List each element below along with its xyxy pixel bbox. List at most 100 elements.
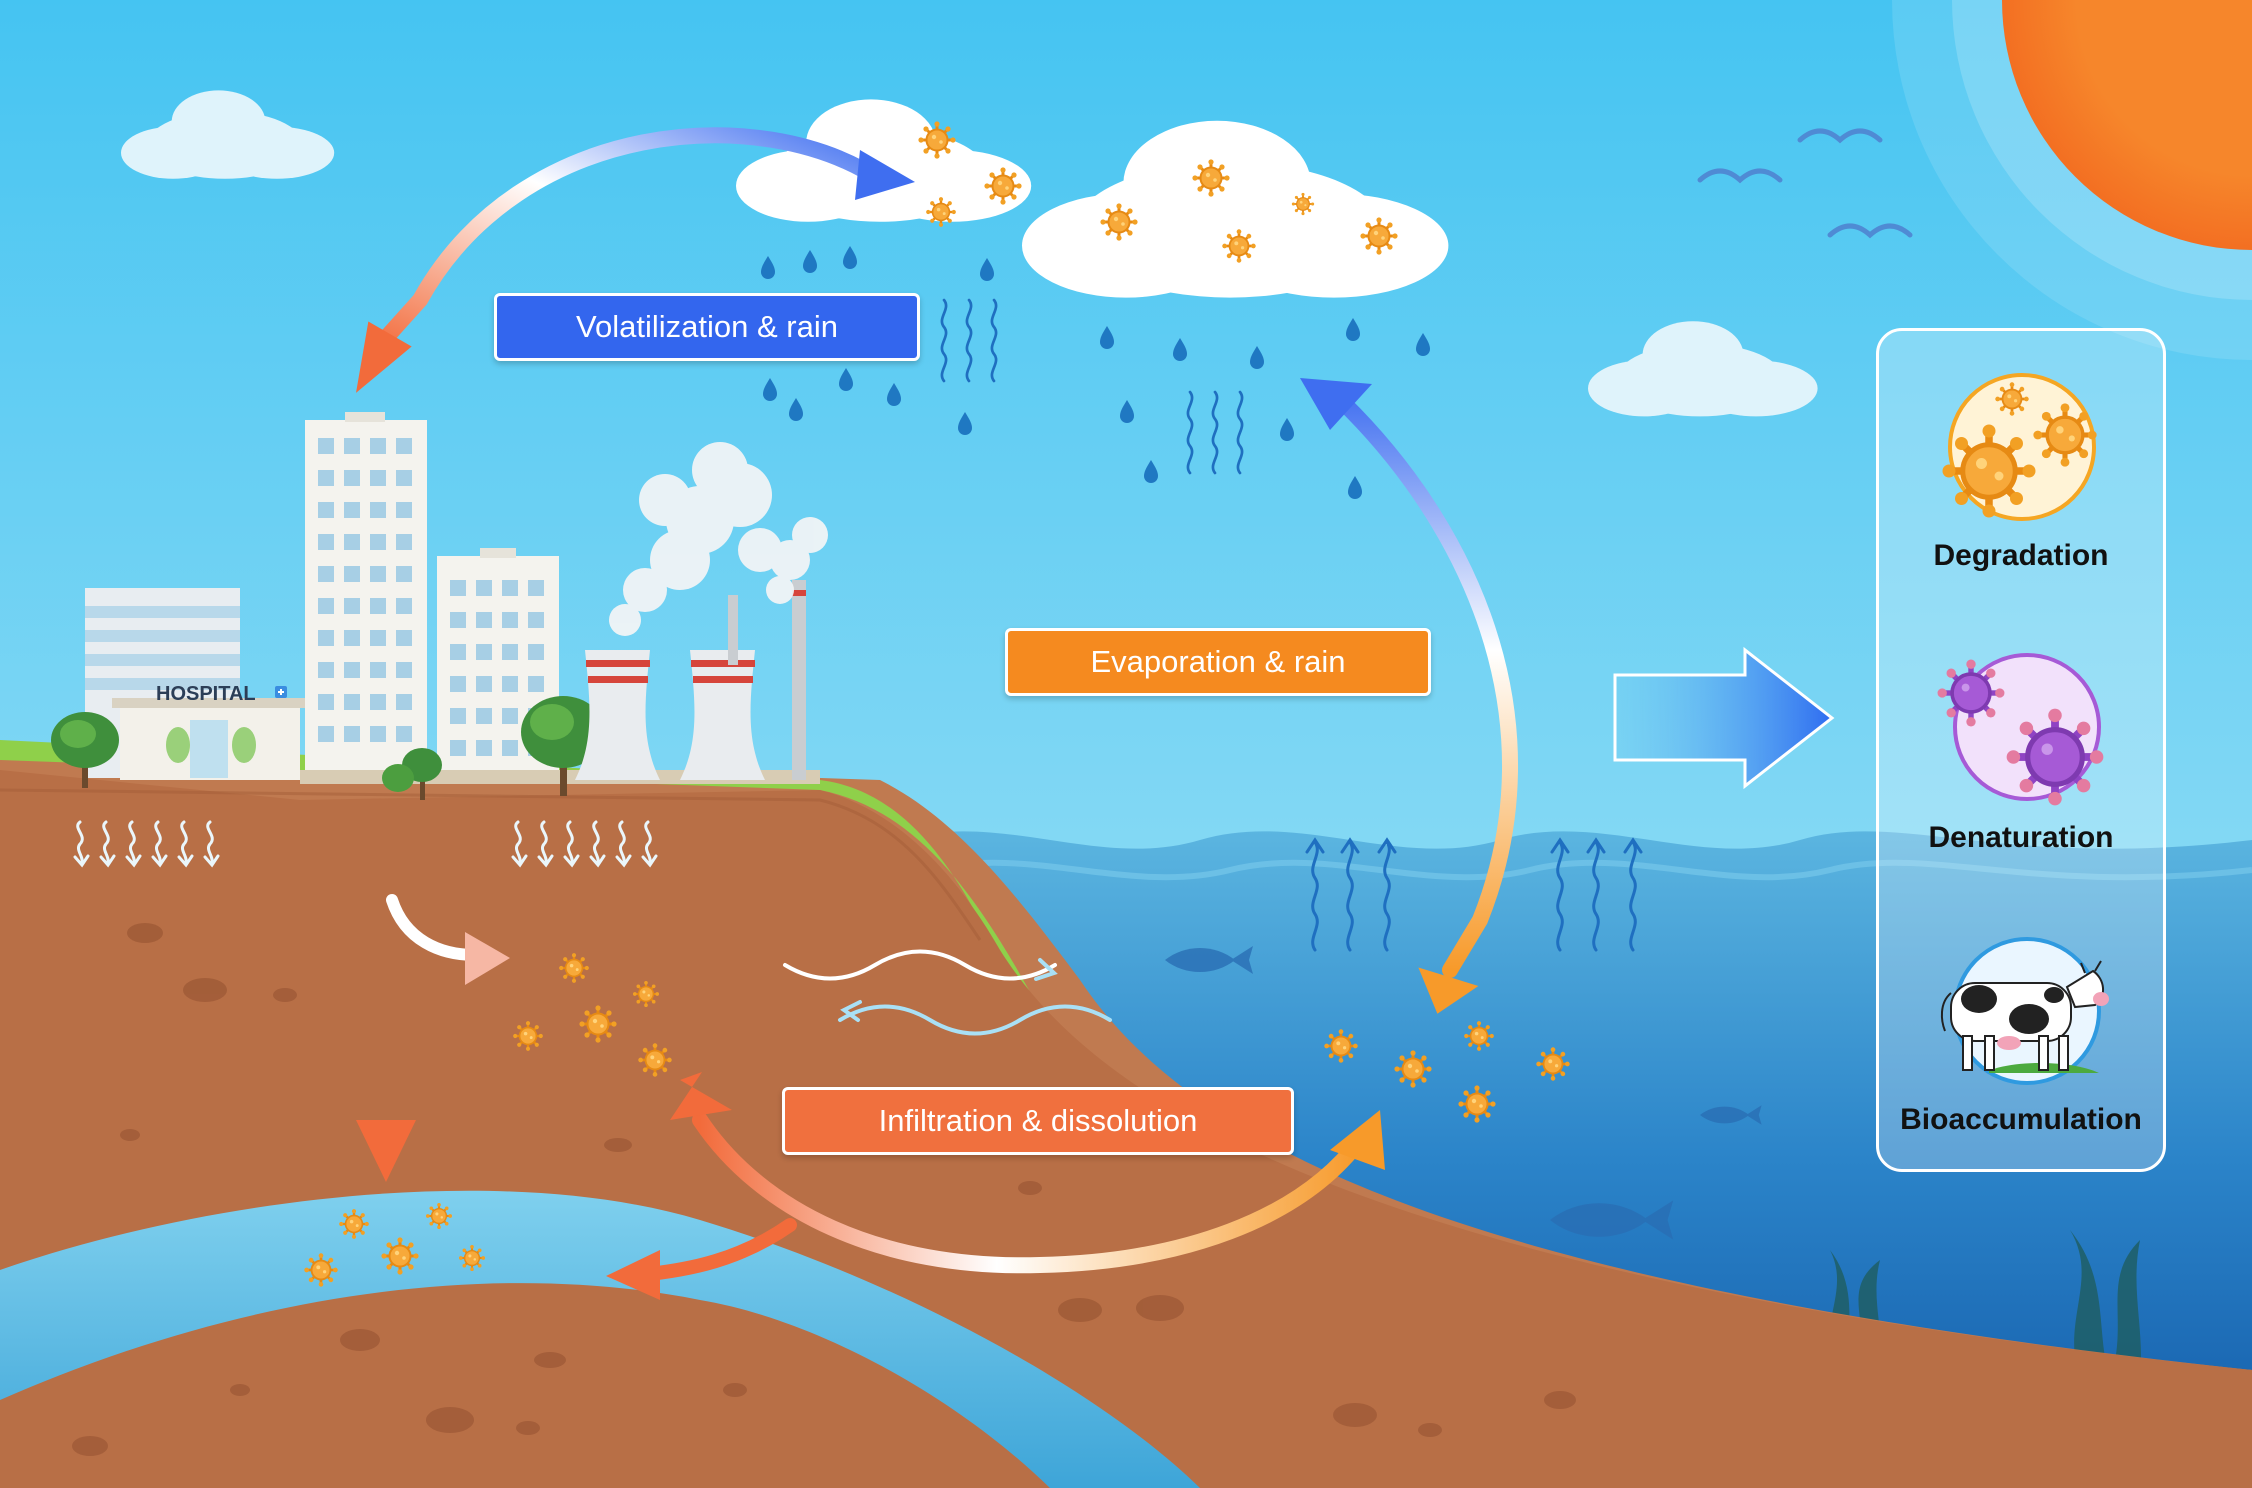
window — [370, 694, 386, 710]
infiltration-streak — [641, 820, 658, 868]
infiltration-streak — [203, 820, 220, 868]
orange-virus-cluster-icon — [1879, 373, 2169, 1175]
window — [318, 694, 334, 710]
window — [344, 726, 360, 742]
infiltration-arrows — [73, 820, 658, 868]
volatilization-arrow — [356, 127, 915, 393]
window — [370, 502, 386, 518]
infiltration-streak — [563, 820, 580, 868]
window — [450, 644, 466, 660]
outcomes-arrow — [1613, 646, 1835, 790]
outcomes-panel: Degradation Denaturation Bioaccumulation — [1876, 328, 2166, 1172]
window — [396, 438, 412, 454]
infiltration-streak — [615, 820, 632, 868]
window — [502, 740, 518, 756]
window — [318, 566, 334, 582]
window — [344, 470, 360, 486]
evaporation-streaks — [1305, 837, 1643, 952]
hospital-sign: HOSPITAL — [156, 683, 256, 705]
volatilization-label: Volatilization & rain — [494, 293, 920, 361]
window — [396, 598, 412, 614]
window — [318, 598, 334, 614]
window — [450, 580, 466, 596]
window — [476, 676, 492, 692]
smoke — [609, 442, 828, 636]
window — [344, 438, 360, 454]
infiltration-arrow — [606, 1072, 1385, 1300]
infiltration-streak — [125, 820, 142, 868]
window — [344, 662, 360, 678]
infiltration-streak — [151, 820, 168, 868]
window — [396, 534, 412, 550]
window — [528, 612, 544, 628]
window — [318, 534, 334, 550]
infiltration-label: Infiltration & dissolution — [782, 1087, 1294, 1155]
window — [370, 566, 386, 582]
soil-texture — [72, 923, 1576, 1456]
window — [370, 598, 386, 614]
window — [476, 580, 492, 596]
evaporation-label: Evaporation & rain — [1005, 628, 1431, 696]
window — [318, 630, 334, 646]
window — [450, 740, 466, 756]
infiltration-streak — [589, 820, 606, 868]
window — [396, 630, 412, 646]
infiltration-streak — [73, 820, 90, 868]
window — [344, 534, 360, 550]
window — [476, 644, 492, 660]
outcome-label-degradation: Degradation — [1933, 539, 2109, 572]
window — [370, 630, 386, 646]
infiltration-streak — [511, 820, 528, 868]
window — [502, 612, 518, 628]
window — [502, 644, 518, 660]
window — [476, 612, 492, 628]
window — [450, 612, 466, 628]
groundwater — [0, 1190, 1200, 1488]
trees — [51, 696, 605, 800]
window — [344, 566, 360, 582]
downward-leaching-arrow — [356, 813, 510, 1182]
window — [502, 708, 518, 724]
window — [396, 726, 412, 742]
birds — [1697, 128, 1913, 239]
window — [370, 662, 386, 678]
window — [318, 662, 334, 678]
window — [502, 676, 518, 692]
window — [396, 470, 412, 486]
window — [370, 534, 386, 550]
window — [476, 708, 492, 724]
infiltration-streak — [99, 820, 116, 868]
window — [396, 502, 412, 518]
window — [370, 470, 386, 486]
window — [502, 580, 518, 596]
window — [476, 740, 492, 756]
sun — [1892, 0, 2252, 360]
evaporation-arrow — [1300, 378, 1518, 1014]
window — [450, 708, 466, 724]
hospital-building: HOSPITAL — [85, 588, 308, 780]
window — [528, 676, 544, 692]
window — [396, 566, 412, 582]
window — [318, 438, 334, 454]
power-plant — [575, 580, 806, 780]
exchange-squiggles — [783, 949, 1112, 1036]
infiltration-streak — [177, 820, 194, 868]
outcome-label-denaturation: Denaturation — [1928, 821, 2114, 854]
window — [318, 726, 334, 742]
infiltration-streak — [537, 820, 554, 868]
window — [344, 598, 360, 614]
window — [344, 694, 360, 710]
outcome-label-bioaccumulation: Bioaccumulation — [1900, 1103, 2142, 1136]
window — [450, 676, 466, 692]
window — [344, 630, 360, 646]
cow-icon — [1940, 937, 2109, 1085]
window — [370, 726, 386, 742]
window — [396, 694, 412, 710]
window — [370, 438, 386, 454]
window — [318, 502, 334, 518]
purple-virus-cluster-icon — [1879, 653, 2169, 1175]
window — [396, 662, 412, 678]
window — [528, 644, 544, 660]
window — [344, 502, 360, 518]
window — [528, 580, 544, 596]
